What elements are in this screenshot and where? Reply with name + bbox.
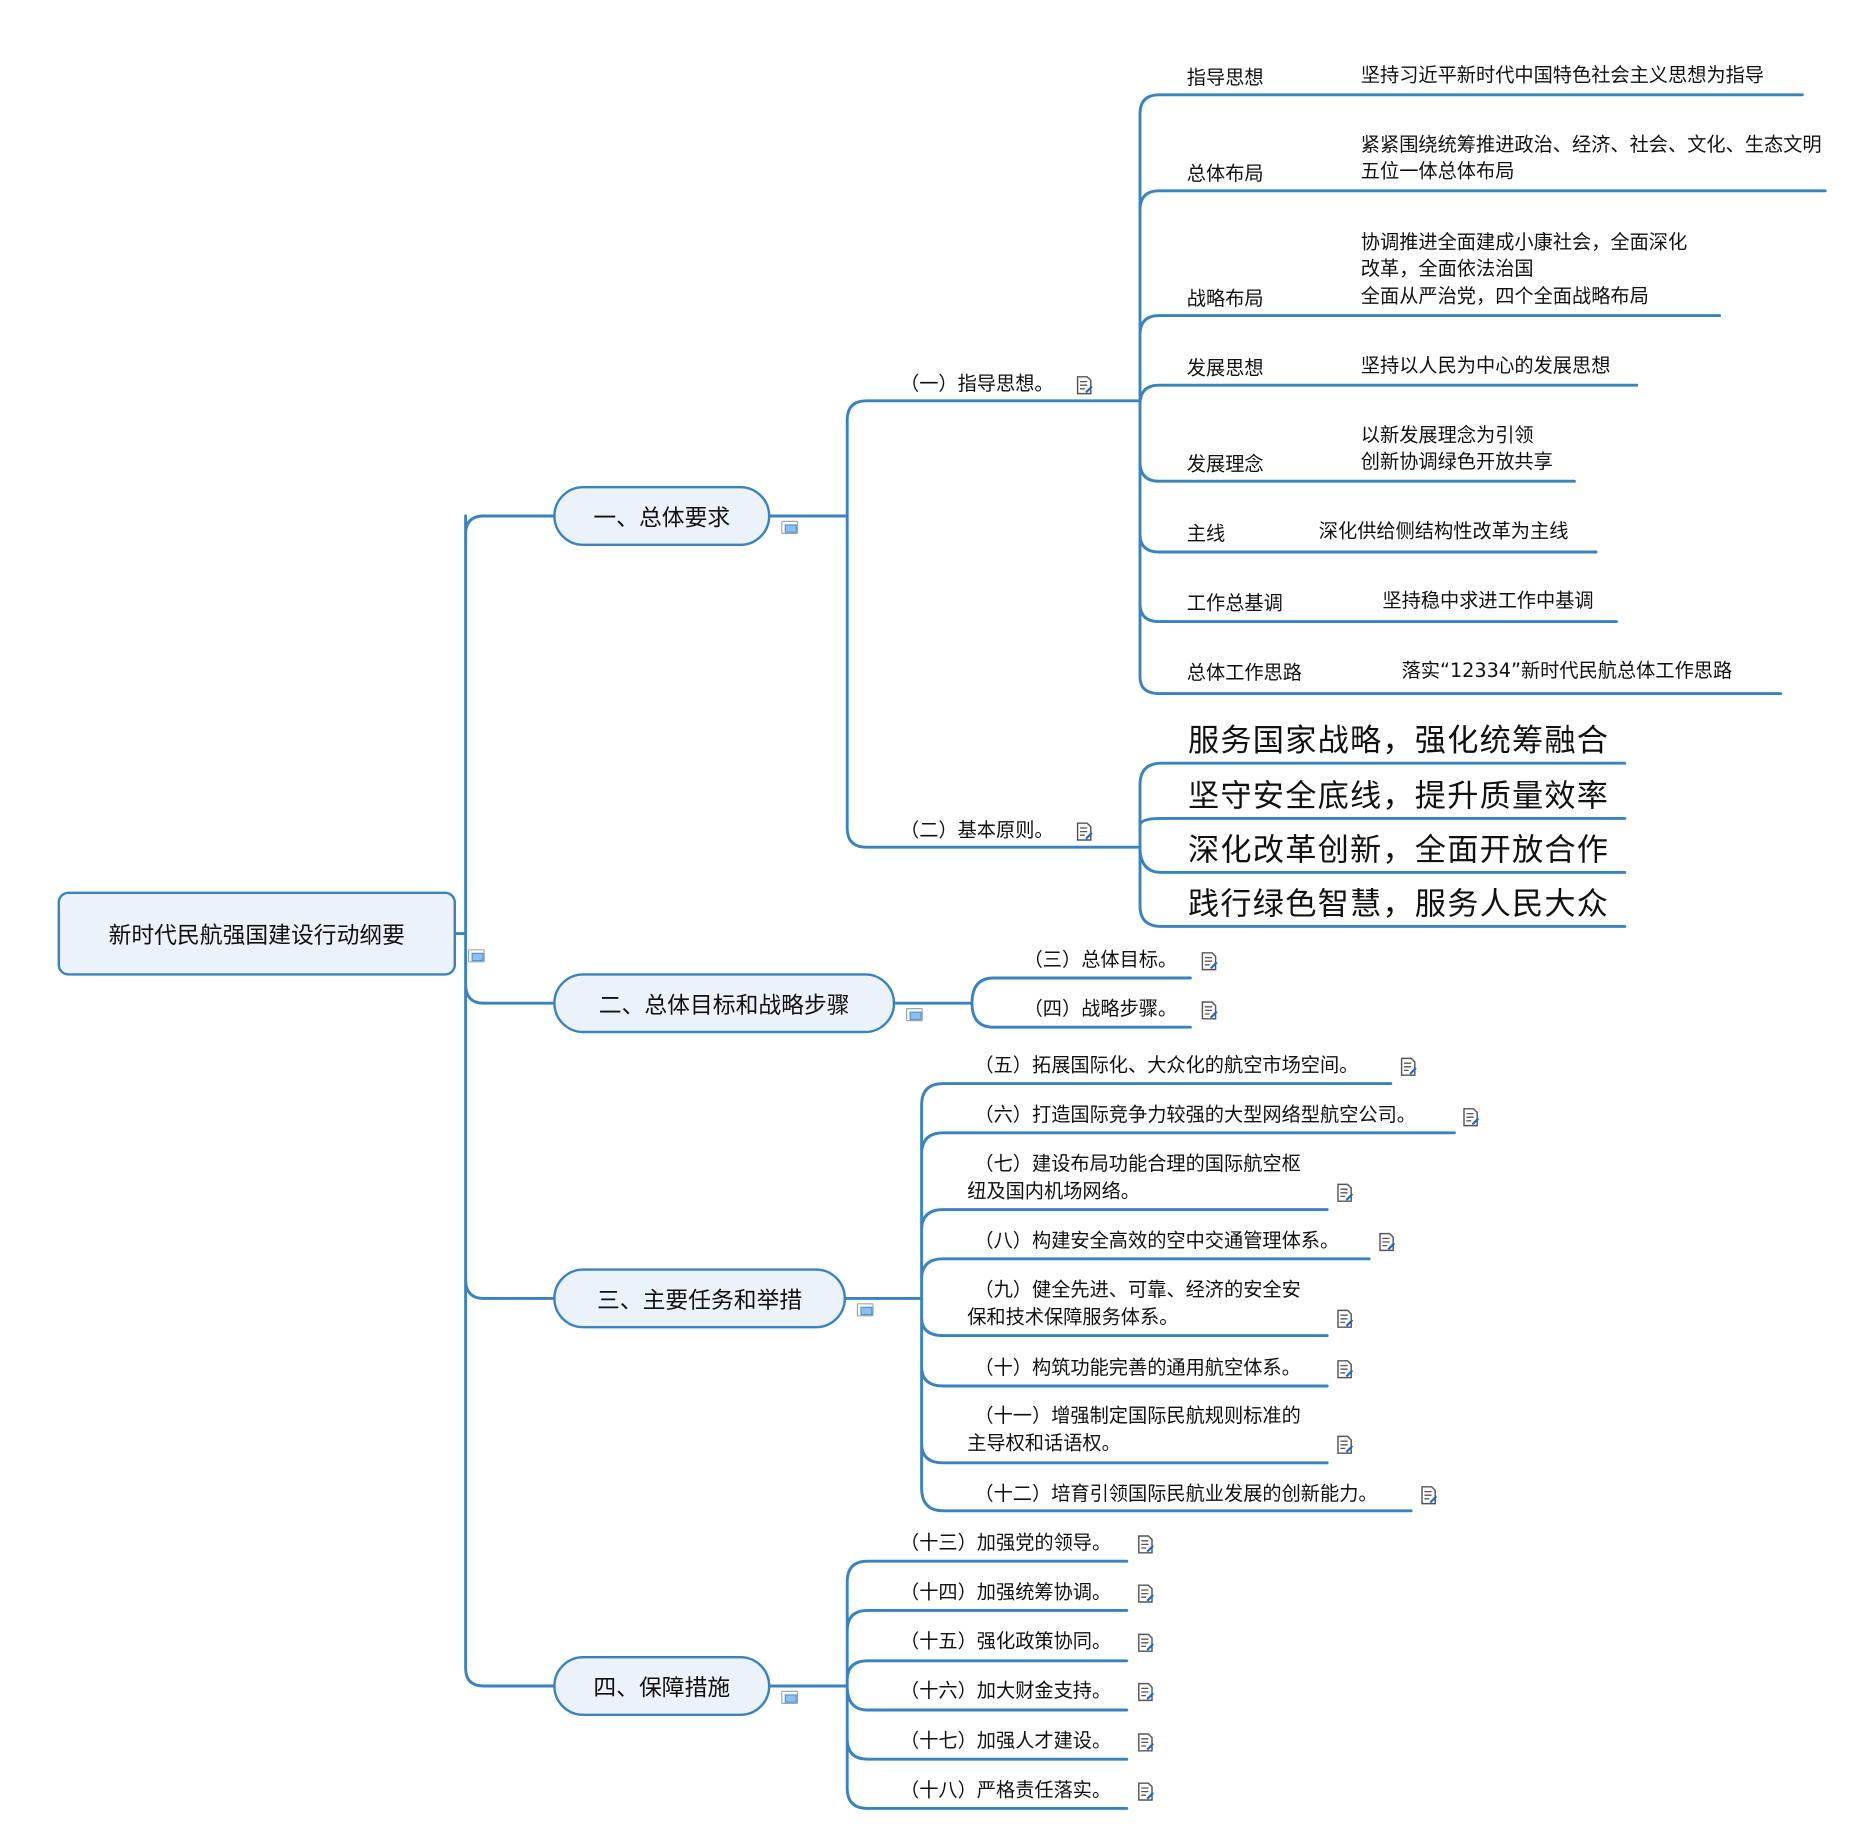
subtopic-task[interactable]: （八）构建安全高效的空中交通管理体系。 xyxy=(974,1228,1340,1252)
note-icon[interactable] xyxy=(1421,1486,1438,1505)
branch-topic-safeguards[interactable]: 四、保障措施 xyxy=(553,1656,771,1717)
subtopic-measure[interactable]: （十八）严格责任落实。 xyxy=(900,1778,1112,1802)
principle-item: 服务国家战略，强化统筹融合 xyxy=(1188,723,1610,760)
detail-key: 发展理念 xyxy=(1186,452,1264,476)
subtopic-task-line[interactable]: （九）健全先进、可靠、经济的安全安 xyxy=(974,1278,1301,1301)
collapse-toggle-icon[interactable] xyxy=(781,520,799,534)
connector-b1c1 xyxy=(1138,93,1827,696)
detail-key: 主线 xyxy=(1186,522,1226,545)
note-icon[interactable] xyxy=(1138,1733,1155,1752)
subtopic-strategic-steps[interactable]: （四）战略步骤。 xyxy=(1023,997,1178,1021)
detail-value-line: 协调推进全面建成小康社会，全面深化 xyxy=(1360,230,1688,254)
detail-key: 总体布局 xyxy=(1186,162,1264,185)
detail-value: 坚持稳中求进工作中基调 xyxy=(1382,589,1594,612)
subtopic-measure[interactable]: （十三）加强党的领导。 xyxy=(900,1531,1112,1555)
subtopic-measure[interactable]: （十四）加强统筹协调。 xyxy=(900,1580,1112,1604)
branch-topic-general-requirements[interactable]: 一、总体要求 xyxy=(553,486,771,546)
subtopic-guiding-ideology[interactable]: （一）指导思想。 xyxy=(900,372,1054,395)
detail-value: 落实“12334”新时代民航总体工作思路 xyxy=(1401,658,1733,682)
subtopic-task-line[interactable]: 纽及国内机场网络。 xyxy=(967,1179,1141,1203)
note-icon[interactable] xyxy=(1379,1232,1396,1252)
connector-b3 xyxy=(843,1082,1456,1513)
principle-item: 深化改革创新，全面开放合作 xyxy=(1188,832,1610,869)
collapse-toggle-icon[interactable] xyxy=(781,1690,799,1705)
connector-b2 xyxy=(893,976,1192,1029)
detail-value: 坚持习近平新时代中国特色社会主义思想为指导 xyxy=(1360,63,1765,87)
note-icon[interactable] xyxy=(1138,1535,1155,1554)
collapse-toggle-icon[interactable] xyxy=(906,1008,923,1022)
root-topic[interactable]: 新时代民航强国建设行动纲要 xyxy=(57,891,457,976)
subtopic-task[interactable]: （十）构筑功能完善的通用航空体系。 xyxy=(974,1356,1301,1379)
collapse-toggle-icon[interactable] xyxy=(468,949,485,963)
note-icon[interactable] xyxy=(1337,1183,1354,1202)
subtopic-task-line[interactable]: （七）建设布局功能合理的国际航空枢 xyxy=(974,1152,1301,1175)
note-icon[interactable] xyxy=(1201,952,1218,971)
branch-label: 四、保障措施 xyxy=(593,1674,731,1702)
subtopic-overall-goal[interactable]: （三）总体目标。 xyxy=(1023,948,1178,971)
detail-key: 指导思想 xyxy=(1186,66,1264,89)
subtopic-task[interactable]: （五）拓展国际化、大众化的航空市场空间。 xyxy=(974,1053,1359,1077)
subtopic-task[interactable]: （六）打造国际竞争力较强的大型网络型航空公司。 xyxy=(974,1102,1417,1126)
detail-key: 发展思想 xyxy=(1186,356,1264,380)
subtopic-measure[interactable]: （十七）加强人才建设。 xyxy=(900,1729,1112,1753)
note-icon[interactable] xyxy=(1337,1309,1354,1328)
branch-topic-main-tasks[interactable]: 三、主要任务和举措 xyxy=(553,1268,847,1329)
note-icon[interactable] xyxy=(1076,822,1093,841)
note-icon[interactable] xyxy=(1201,1001,1218,1020)
principle-item: 坚守安全底线，提升质量效率 xyxy=(1188,778,1610,815)
detail-key: 工作总基调 xyxy=(1186,591,1283,615)
detail-value: 紧紧围绕统筹推进政治、经济、社会、文化、生态文明 五位一体总体布局 xyxy=(1360,133,1822,183)
branch-label: 二、总体目标和战略步骤 xyxy=(598,991,850,1019)
detail-value-line: 改革，全面依法治国 xyxy=(1360,256,1534,280)
detail-value: 坚持以人民为中心的发展思想 xyxy=(1360,354,1611,377)
connector-b1 xyxy=(767,399,1142,849)
detail-value-line: 创新协调绿色开放共享 xyxy=(1360,450,1553,473)
subtopic-basic-principles[interactable]: （二）基本原则。 xyxy=(900,818,1054,842)
connector-root-spine xyxy=(454,514,555,1688)
subtopic-measure[interactable]: （十六）加大财金支持。 xyxy=(900,1678,1112,1702)
note-icon[interactable] xyxy=(1337,1435,1354,1454)
branch-label: 三、主要任务和举措 xyxy=(596,1287,803,1314)
note-icon[interactable] xyxy=(1138,1682,1155,1702)
detail-value: 深化供给侧结构性改革为主线 xyxy=(1318,519,1569,543)
note-icon[interactable] xyxy=(1138,1584,1155,1603)
connector-b1c2 xyxy=(1138,761,1627,928)
subtopic-task-line[interactable]: （十一）增强制定国际民航规则标准的 xyxy=(974,1404,1301,1427)
principle-item: 践行绿色智慧，服务人民大众 xyxy=(1188,886,1610,923)
detail-key: 战略布局 xyxy=(1186,286,1264,310)
subtopic-task-line[interactable]: 保和技术保障服务体系。 xyxy=(967,1305,1179,1329)
subtopic-measure[interactable]: （十五）强化政策协同。 xyxy=(900,1629,1112,1653)
note-icon[interactable] xyxy=(1463,1108,1480,1127)
note-icon[interactable] xyxy=(1400,1057,1417,1076)
branch-topic-goals-and-steps[interactable]: 二、总体目标和战略步骤 xyxy=(553,973,896,1034)
note-icon[interactable] xyxy=(1138,1633,1155,1652)
detail-value-line: 以新发展理念为引领 xyxy=(1360,423,1534,447)
branch-label: 一、总体要求 xyxy=(593,504,731,531)
detail-key: 总体工作思路 xyxy=(1186,661,1303,684)
note-icon[interactable] xyxy=(1337,1360,1354,1379)
connector-b4 xyxy=(767,1559,1129,1810)
note-icon[interactable] xyxy=(1138,1782,1155,1801)
note-icon[interactable] xyxy=(1076,376,1093,395)
subtopic-task[interactable]: （十二）培育引领国际民航业发展的创新能力。 xyxy=(974,1482,1378,1505)
root-topic-label: 新时代民航强国建设行动纲要 xyxy=(108,922,406,949)
detail-value-line: 全面从严治党，四个全面战略布局 xyxy=(1360,284,1649,308)
collapse-toggle-icon[interactable] xyxy=(856,1303,874,1317)
subtopic-task-line[interactable]: 主导权和话语权。 xyxy=(967,1431,1121,1455)
